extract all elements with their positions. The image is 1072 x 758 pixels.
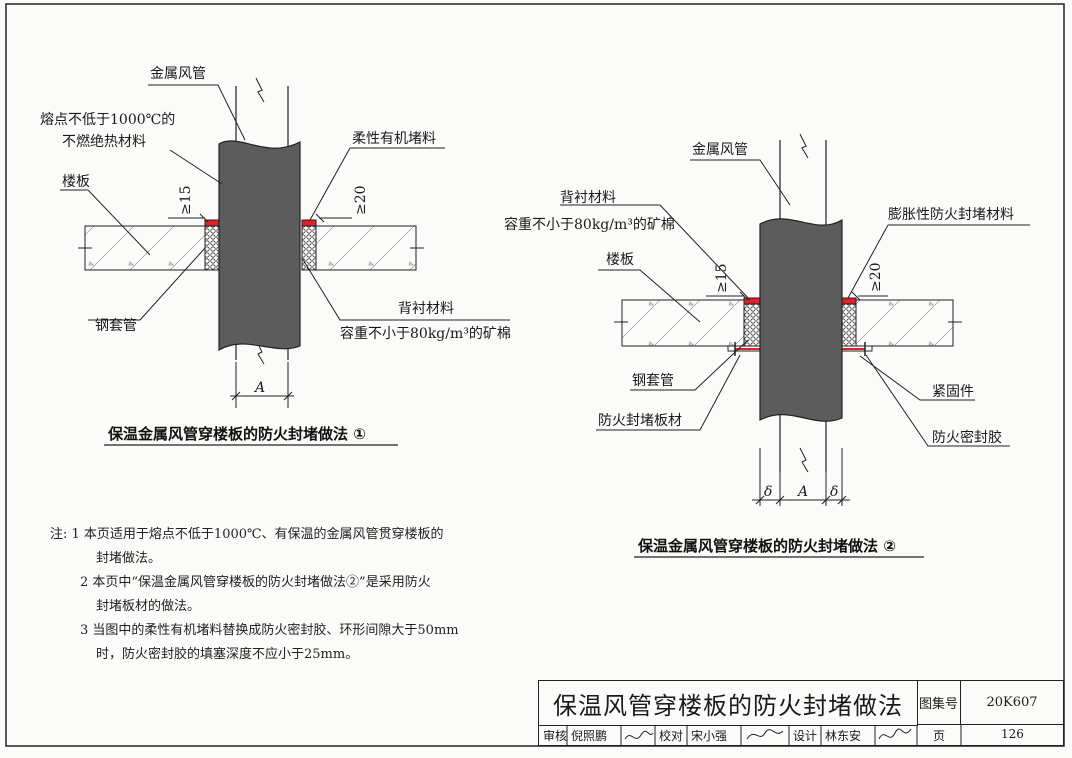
drawing-title: 保温风管穿楼板的防火封堵做法 — [539, 681, 918, 726]
d2-caption: 保温金属风管穿楼板的防火封堵做法 ② — [637, 537, 896, 555]
floor-slab-right — [315, 225, 417, 271]
d1-label-steel-sleeve: 钢套管 — [95, 318, 137, 334]
d2-label-backing-2: 容重不小于80kg/m³的矿棉 — [504, 216, 675, 233]
notes-prefix: 注: — [50, 527, 68, 542]
d2-dim-delta-left: δ — [764, 484, 772, 500]
checker-name: 宋小强 — [691, 729, 728, 743]
designer-name: 林东安 — [825, 729, 862, 743]
sheet-border — [5, 3, 1065, 747]
notes: 注: 1 本页适用于熔点不低于1000℃、有保温的金属风管贯穿楼板的 封堵做法。… — [50, 523, 459, 667]
note-3-line-1: 3 当图中的柔性有机堵料替换成防火密封胶、环形间隙大于50mm — [80, 623, 459, 638]
d2-dim-a: A — [796, 484, 808, 500]
diagram-2: 金属风管 背衬材料 容重不小于80kg/m³的矿棉 膨胀性防火封堵材料 楼板 ≥… — [504, 133, 1030, 558]
backing-wool-left-2 — [743, 303, 761, 347]
note-1-line-2: 封堵做法。 — [96, 551, 162, 566]
backing-wool-right — [301, 225, 317, 271]
backing-wool-left — [204, 225, 220, 271]
d2-label-fire-board: 防火封堵板材 — [598, 413, 682, 429]
signature-lines — [566, 725, 962, 745]
atlas-number: 20K607 — [961, 681, 1063, 725]
d1-dim-a: A — [253, 380, 265, 396]
title-block: 保温风管穿楼板的防火封堵做法 图集号 20K607 审核 倪照鹏 校对 宋小强 … — [538, 680, 1064, 746]
d1-label-flexible-seal: 柔性有机堵料 — [352, 131, 436, 147]
d1-caption: 保温金属风管穿楼板的防火封堵做法 ① — [107, 425, 366, 443]
d2-label-fastener: 紧固件 — [932, 384, 974, 400]
note-2-line-2: 封堵板材的做法。 — [96, 599, 201, 614]
atlas-label: 图集号 — [917, 681, 961, 725]
backing-wool-right-2 — [841, 303, 857, 347]
d1-label-metal-duct: 金属风管 — [150, 66, 206, 82]
reviewer-signature — [624, 730, 654, 740]
d2-label-intumescent: 膨胀性防火封堵材料 — [888, 206, 1014, 223]
d2-label-backing-1: 背衬材料 — [560, 190, 616, 206]
flexible-seal-right — [301, 219, 317, 227]
diagram-1: 金属风管 熔点不低于1000℃的 不燃绝热材料 楼板 ≥15 柔性有机堵料 ≥2… — [40, 66, 511, 446]
page-label: 页 — [933, 729, 946, 743]
d1-label-insulation-1: 熔点不低于1000℃的 — [40, 112, 175, 128]
d2-label-fire-sealant: 防火密封胶 — [932, 429, 1002, 446]
d1-label-floor-slab: 楼板 — [62, 174, 90, 190]
d1-label-gap15: ≥15 — [178, 185, 194, 215]
design-label: 设计 — [793, 729, 818, 743]
d2-label-gap20: ≥20 — [868, 262, 884, 292]
intumescent-right — [841, 297, 857, 305]
page-number: 126 — [1001, 727, 1024, 741]
d1-label-gap20: ≥20 — [353, 185, 369, 215]
insulated-duct-body-2 — [759, 218, 843, 422]
d2-label-steel-sleeve: 钢套管 — [632, 373, 674, 389]
note-3-line-2: 时，防火密封胶的填塞深度不应小于25mm。 — [96, 647, 359, 662]
d1-label-insulation-2: 不燃绝热材料 — [62, 133, 146, 150]
check-label: 校对 — [659, 729, 684, 743]
d2-label-floor-slab: 楼板 — [606, 252, 634, 268]
checker-signature — [746, 729, 784, 740]
note-2-line-1: 2 本页中“保温金属风管穿楼板的防火封堵做法②”是采用防火 — [80, 575, 431, 590]
signature-row: 审核 倪照鹏 校对 宋小强 设计 林东安 页 126 — [539, 725, 1063, 745]
review-label: 审核 — [543, 729, 568, 743]
d2-label-metal-duct: 金属风管 — [692, 142, 748, 158]
note-1-line-1: 1 本页适用于熔点不低于1000℃、有保温的金属风管贯穿楼板的 — [71, 527, 444, 542]
floor-slab-left — [84, 225, 216, 271]
d2-label-gap15: ≥15 — [714, 263, 730, 293]
d1-label-backing-2: 容重不小于80kg/m³的矿棉 — [340, 325, 511, 342]
d1-label-backing-1: 背衬材料 — [398, 301, 454, 317]
reviewer-name: 倪照鹏 — [571, 729, 608, 743]
floor-slab-right-2 — [854, 299, 954, 347]
d2-dim-delta-right: δ — [830, 484, 838, 500]
insulated-duct-body — [218, 140, 301, 352]
designer-signature — [878, 728, 912, 740]
